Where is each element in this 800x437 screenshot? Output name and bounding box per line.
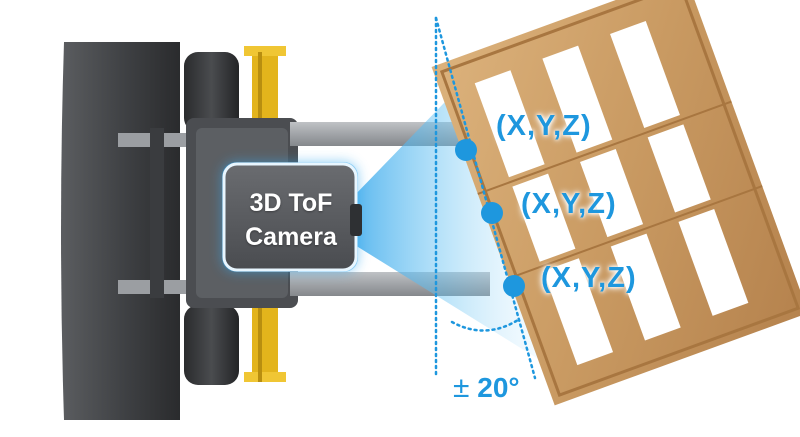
tilt-angle-label: ± 20°: [453, 371, 520, 405]
camera-lens: [350, 204, 362, 236]
tilt-angle-value: 20°: [477, 372, 520, 403]
point-label-2: (X,Y,Z): [521, 188, 617, 220]
pallet: [431, 0, 800, 406]
plus-minus-symbol: ±: [453, 371, 470, 404]
camera-label-line2: Camera: [245, 223, 337, 251]
angle-arc: [450, 318, 520, 332]
point-marker-2: [481, 202, 503, 224]
tilted-reference-line: [434, 16, 537, 380]
angle-guide: [434, 16, 537, 380]
tof-camera: [222, 162, 362, 272]
forklift-body: [61, 42, 239, 420]
camera-label-line1: 3D ToF: [249, 189, 333, 217]
point-marker-3: [503, 275, 525, 297]
camera-label: 3D ToF Camera: [224, 170, 358, 270]
rear-tire-bottom: [184, 305, 239, 385]
camera-beam: [350, 70, 540, 360]
point-label-3: (X,Y,Z): [541, 262, 637, 294]
point-label-1: (X,Y,Z): [496, 110, 592, 142]
rear-tire-top: [184, 52, 239, 132]
point-marker-1: [455, 139, 477, 161]
